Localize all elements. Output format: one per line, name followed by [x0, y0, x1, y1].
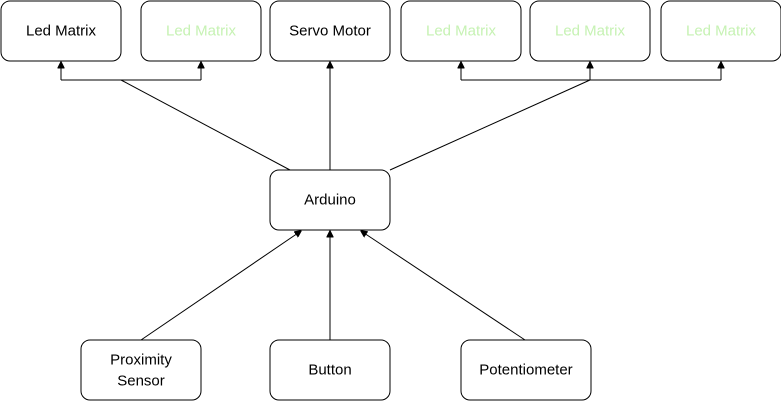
node-led-matrix-2-label: Led Matrix	[166, 23, 237, 40]
node-servo-motor: Servo Motor	[269, 0, 391, 62]
edge-arduino-to-right-split	[389, 79, 591, 171]
node-led-matrix-1: Led Matrix	[0, 0, 122, 62]
node-proximity-sensor-label-line2: Sensor	[117, 373, 165, 390]
node-arduino: Arduino	[269, 169, 391, 231]
edge-potentiometer-to-arduino	[361, 231, 526, 341]
edges-left-led-group	[61, 62, 291, 171]
node-button: Button	[269, 339, 391, 401]
node-led-matrix-4: Led Matrix	[529, 0, 651, 62]
node-led-matrix-4-label: Led Matrix	[555, 23, 626, 40]
node-led-matrix-2: Led Matrix	[140, 0, 262, 62]
node-proximity-sensor-label-line1: Proximity	[110, 352, 172, 369]
edges-right-led-group	[389, 62, 721, 171]
node-potentiometer: Potentiometer	[460, 339, 592, 401]
node-led-matrix-1-label: Led Matrix	[26, 23, 97, 40]
node-servo-motor-label: Servo Motor	[289, 23, 371, 40]
node-led-matrix-5: Led Matrix	[660, 0, 781, 62]
node-arduino-label: Arduino	[304, 192, 356, 209]
node-led-matrix-5-label: Led Matrix	[686, 23, 757, 40]
node-potentiometer-label: Potentiometer	[479, 362, 572, 379]
node-led-matrix-3-label: Led Matrix	[426, 23, 497, 40]
edge-proximity-sensor-to-arduino	[140, 231, 301, 341]
edge-arduino-to-left-split	[120, 79, 291, 171]
node-proximity-sensor: Proximity Sensor	[80, 339, 202, 401]
node-led-matrix-3: Led Matrix	[400, 0, 522, 62]
node-button-label: Button	[308, 362, 351, 379]
